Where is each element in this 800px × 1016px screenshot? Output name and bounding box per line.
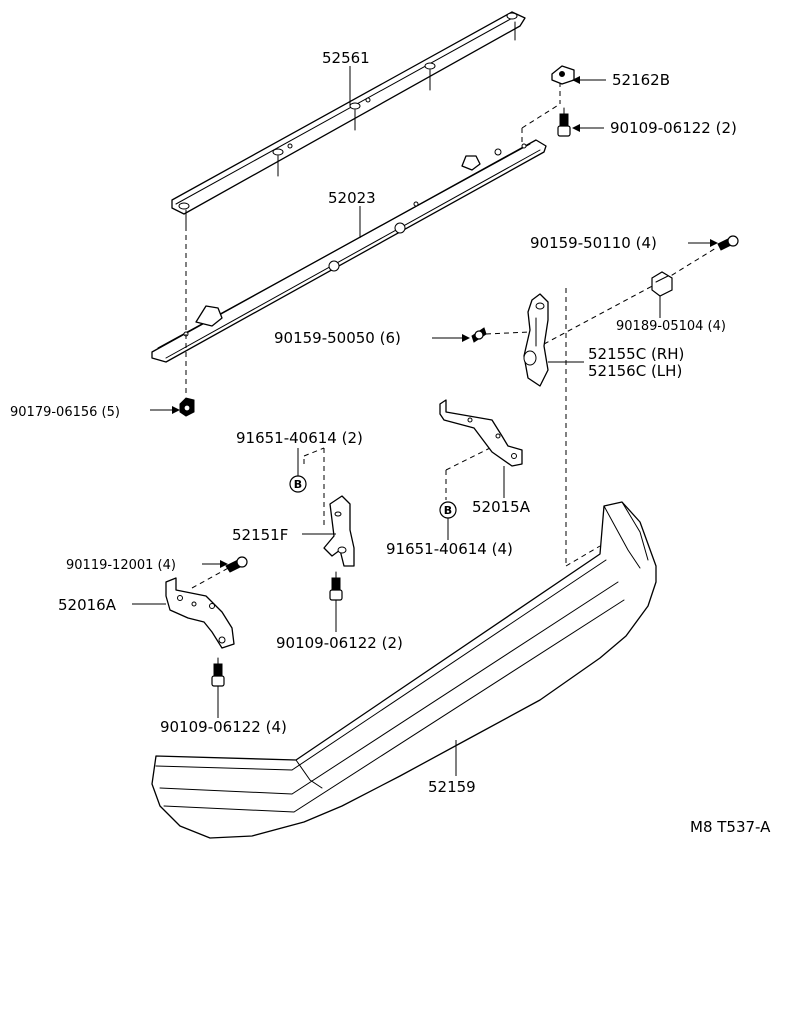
label-91651-40614-mid: 91651-40614 (4) bbox=[386, 540, 513, 558]
label-52159: 52159 bbox=[428, 778, 476, 796]
bolt-90109-06122-top bbox=[557, 107, 571, 137]
dashed-guide bbox=[445, 445, 495, 471]
label-90159-50050: 90159-50050 (6) bbox=[274, 329, 401, 347]
bolt-90159-50110 bbox=[717, 235, 739, 251]
bolt-90109-06122-mid bbox=[329, 571, 343, 601]
part-52016a-bracket bbox=[165, 577, 235, 649]
label-90109-06122-bottom: 90109-06122 (4) bbox=[160, 718, 287, 736]
label-52151f: 52151F bbox=[232, 526, 288, 544]
part-52023-rail bbox=[151, 139, 547, 363]
nut-90179-06156 bbox=[179, 397, 195, 417]
label-52561: 52561 bbox=[322, 49, 370, 67]
label-52023: 52023 bbox=[328, 189, 376, 207]
part-52159-bumper-cover bbox=[151, 501, 657, 839]
label-52015a: 52015A bbox=[472, 498, 531, 516]
part-52561-rail bbox=[171, 11, 526, 227]
dashed-guide bbox=[485, 331, 531, 335]
bolt-90159-50050 bbox=[471, 327, 487, 343]
dashed-guide bbox=[565, 545, 601, 567]
label-52162b: 52162B bbox=[612, 71, 670, 89]
label-52155c: 52155C (RH) bbox=[588, 345, 684, 363]
dashed-guide bbox=[191, 565, 233, 589]
leader-lines bbox=[132, 66, 718, 776]
label-90109-06122-top: 90109-06122 (2) bbox=[610, 119, 737, 137]
label-52016a: 52016A bbox=[58, 596, 117, 614]
part-52155c-bracket bbox=[523, 293, 549, 387]
part-52151f-bracket bbox=[323, 495, 355, 567]
label-52156c: 52156C (LH) bbox=[588, 362, 682, 380]
bolt-90119-12001 bbox=[225, 556, 248, 573]
label-90109-06122-mid: 90109-06122 (2) bbox=[276, 634, 403, 652]
dashed-guide bbox=[663, 247, 717, 281]
nut-90189-05104 bbox=[651, 271, 673, 297]
part-52015a-bracket bbox=[439, 399, 523, 467]
label-90179-06156: 90179-06156 (5) bbox=[10, 405, 120, 420]
marker-letter: B bbox=[294, 478, 302, 491]
label-91651-40614-left: 91651-40614 (2) bbox=[236, 429, 363, 447]
dashed-guide bbox=[521, 103, 561, 129]
part-52162b-clip bbox=[551, 65, 575, 85]
dashed-guide bbox=[543, 283, 657, 345]
bolt-marker-b-mid: B bbox=[439, 501, 457, 519]
label-90119-12001: 90119-12001 (4) bbox=[66, 558, 176, 573]
dashed-guide bbox=[303, 447, 325, 457]
bolt-90109-06122-bottom bbox=[211, 657, 225, 687]
marker-letter: B bbox=[444, 504, 452, 517]
label-90189-05104: 90189-05104 (4) bbox=[616, 319, 726, 334]
figure-code: M8 T537-A bbox=[690, 818, 771, 836]
label-90159-50110: 90159-50110 (4) bbox=[530, 234, 657, 252]
bolt-marker-b-left: B bbox=[289, 475, 307, 493]
